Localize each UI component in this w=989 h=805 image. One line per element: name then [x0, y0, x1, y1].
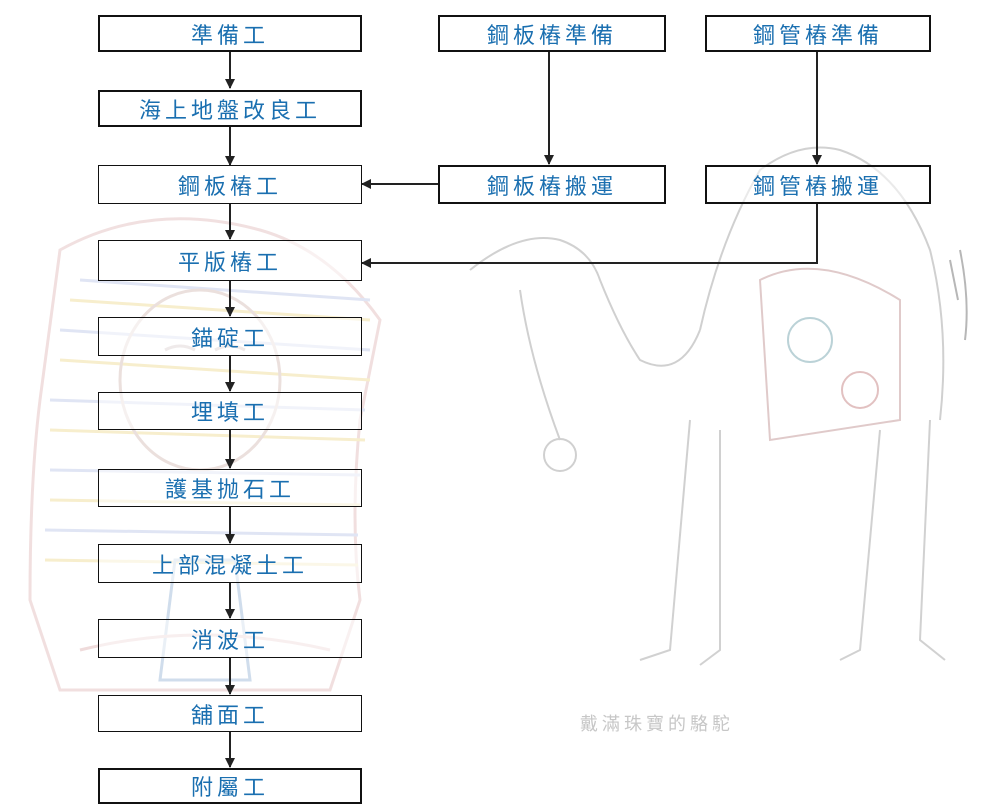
node-paving-work: 舖面工 [98, 695, 362, 732]
node-pipe-pile-prep: 鋼管樁準備 [705, 15, 931, 52]
node-riprap-work: 護基抛石工 [98, 469, 362, 507]
node-ancillary-work: 附屬工 [98, 768, 362, 804]
camel-sketch [469, 146, 968, 666]
illustration-caption: 戴滿珠寶的駱駝 [580, 714, 734, 735]
node-ground-improvement: 海上地盤改良工 [98, 90, 362, 127]
node-sheet-pile-transport: 鋼板樁搬運 [438, 165, 666, 204]
arrow-pipe-transport-to-flat-pile [361, 204, 818, 268]
node-prep: 準備工 [98, 15, 362, 52]
node-flat-pile-work: 平版樁工 [98, 240, 362, 281]
node-wave-dissipation-work: 消波工 [98, 619, 362, 658]
node-backfill-work: 埋填工 [98, 392, 362, 430]
node-anchor-work: 錨碇工 [98, 317, 362, 356]
node-upper-concrete-work: 上部混凝土工 [98, 544, 362, 583]
node-sheet-pile-work: 鋼板樁工 [98, 165, 362, 204]
node-pipe-pile-transport: 鋼管樁搬運 [705, 165, 931, 204]
node-sheet-pile-prep: 鋼板樁準備 [438, 15, 666, 52]
